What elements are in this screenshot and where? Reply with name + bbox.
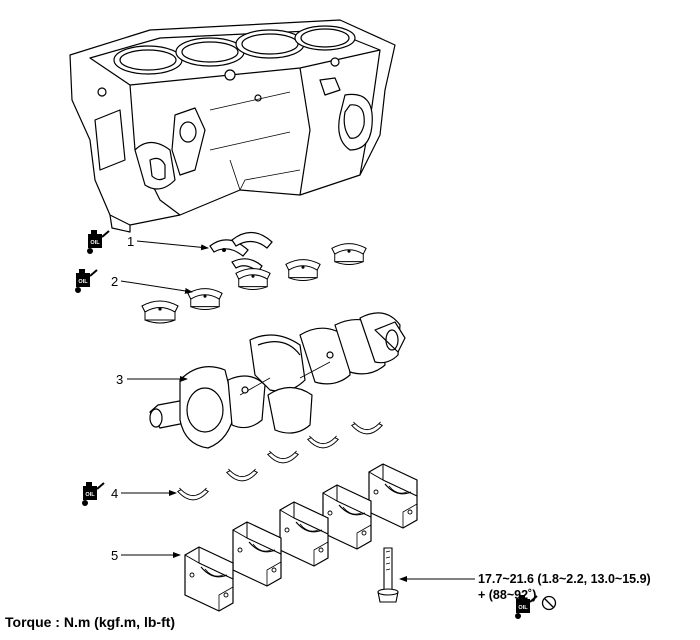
upper-main-bearings: [141, 243, 367, 324]
callout-4: 4: [111, 486, 119, 501]
callout-1: 1: [127, 234, 135, 249]
prohibited-icon: [540, 594, 558, 617]
crankshaft: [149, 312, 406, 449]
callout-2: 2: [111, 274, 119, 289]
leader-1: [136, 240, 209, 251]
leader-lines: [120, 240, 475, 582]
bolt-angle-spec: + (88~92˚): [478, 588, 537, 602]
oil-can-icon: OIL: [80, 480, 106, 511]
oil-label: OIL: [518, 605, 528, 611]
torque-units-footer: Torque : N.m (kgf.m, lb-ft): [5, 614, 176, 630]
callout-5: 5: [111, 548, 119, 563]
oil-label: OIL: [78, 279, 88, 285]
leader-2: [120, 280, 193, 294]
oil-label: OIL: [85, 492, 95, 498]
callout-3: 3: [116, 372, 124, 387]
bolt-torque-spec: 17.7~21.6 (1.8~2.2, 13.0~15.9): [478, 572, 651, 586]
oil-label: OIL: [90, 240, 100, 246]
oil-can-icon: OIL: [85, 228, 111, 259]
thrust-washers: [209, 231, 273, 273]
cylinder-block: [69, 19, 396, 233]
oil-can-icon: OIL: [513, 593, 539, 624]
main-cap-bolt: [377, 547, 399, 603]
oil-can-icon: OIL: [73, 267, 99, 298]
